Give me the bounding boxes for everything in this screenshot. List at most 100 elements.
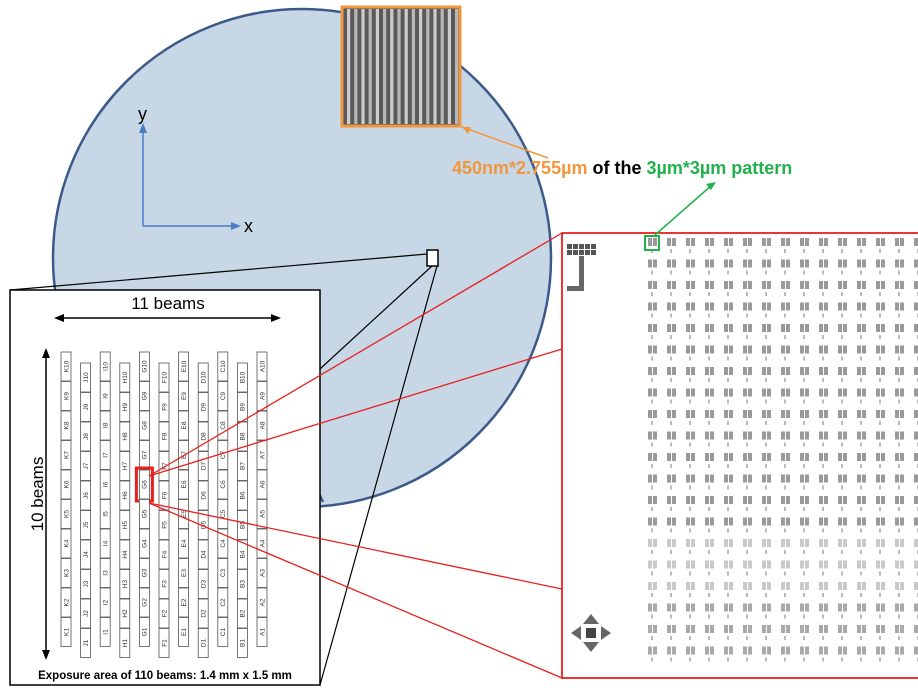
- beam-cell: I6: [99, 469, 111, 500]
- sem-line: [354, 9, 358, 124]
- pattern-cell: [724, 453, 733, 468]
- pattern-cell: [743, 281, 752, 296]
- pattern-cell: [743, 345, 752, 361]
- beam-cell-label: I9: [103, 393, 110, 399]
- pattern-cell: [686, 474, 695, 490]
- beam-cell: K2: [60, 587, 72, 618]
- beam-cell: K5: [60, 499, 72, 529]
- pattern-cell: [686, 410, 695, 425]
- pattern-cell: [762, 345, 771, 361]
- beam-cell: E6: [178, 469, 190, 500]
- beam-cell-label: G9: [142, 391, 149, 400]
- pattern-cell: [781, 496, 790, 511]
- pattern-cell: [705, 324, 714, 339]
- pattern-cell: [762, 582, 771, 597]
- pattern-cell: [743, 539, 752, 554]
- beam-cell: F8: [158, 421, 170, 452]
- pattern-cell: [705, 560, 714, 576]
- beam-cell: G1: [138, 617, 150, 647]
- beam-cell-label: G3: [142, 568, 149, 577]
- height-label: 10 beams: [28, 457, 47, 532]
- beam-cell: J1: [80, 628, 91, 658]
- beam-cell: D3: [197, 569, 209, 599]
- beam-cell: G6: [138, 469, 150, 500]
- pattern-cell: [781, 603, 790, 619]
- beam-cell-label: F2: [161, 609, 168, 617]
- pattern-cell: [743, 453, 752, 468]
- pattern-cell: [762, 367, 771, 382]
- pattern-cell: [686, 324, 695, 339]
- pattern-cell: [895, 238, 904, 253]
- pattern-cell: [800, 496, 809, 511]
- pattern-cell: [895, 324, 904, 339]
- pattern-cell: [838, 410, 847, 425]
- beam-cell: E2: [178, 587, 190, 618]
- pattern-cell: [857, 431, 866, 447]
- beam-cell-label: D3: [201, 579, 208, 588]
- pattern-cell: [895, 302, 904, 318]
- beam-cell: I4: [99, 528, 111, 559]
- beam-cell: B10: [236, 362, 248, 393]
- beam-cell: H2: [119, 598, 131, 629]
- beam-cell-label: J6: [83, 492, 90, 499]
- sem-line: [440, 9, 444, 124]
- beam-cell-label: F7: [161, 462, 168, 470]
- pattern-cell: [819, 646, 828, 662]
- pattern-cell: [705, 302, 714, 318]
- pattern-cell: [838, 646, 847, 662]
- beam-cell-label: C1: [220, 627, 227, 636]
- pattern-cell: [743, 431, 752, 447]
- beam-cell-label: H9: [122, 402, 129, 411]
- pattern-cell: [857, 517, 866, 533]
- pattern-cell: [876, 302, 885, 318]
- beam-cell: A4: [256, 528, 268, 559]
- pattern-cell: [686, 367, 695, 382]
- pattern-cell: [838, 517, 847, 533]
- beam-cell: K8: [60, 410, 72, 441]
- pattern-cell: [800, 367, 809, 382]
- beam-cell: H8: [119, 421, 131, 452]
- beam-cell-label: H5: [122, 520, 129, 529]
- beam-cell-label: H4: [122, 550, 129, 559]
- pattern-cell: [895, 345, 904, 361]
- pattern-cell: [724, 302, 733, 318]
- pattern-cell: [800, 560, 809, 576]
- beam-cell: I8: [99, 410, 111, 441]
- beam-cell-label: F1: [161, 639, 168, 647]
- beam-cell-label: G2: [142, 598, 149, 607]
- pattern-cell: [724, 474, 733, 490]
- pattern-cell: [762, 453, 771, 468]
- pattern-cell: [781, 324, 790, 339]
- red-zoom-line-3: [148, 502, 563, 590]
- beam-cell: K4: [60, 528, 72, 559]
- pattern-cell: [762, 474, 771, 490]
- pattern-cell: [895, 259, 904, 275]
- pattern-cell: [743, 560, 752, 576]
- beam-cell-label: B7: [240, 462, 247, 470]
- height-arrow-top: [42, 348, 50, 358]
- beam-cell: A9: [256, 381, 268, 411]
- beam-cell-label: D4: [201, 550, 208, 559]
- pattern-cell: [876, 560, 885, 576]
- beam-cell: E3: [178, 558, 190, 588]
- beam-cell-label: I8: [103, 422, 110, 428]
- pattern-cell: [876, 324, 885, 339]
- pattern-cell: [762, 517, 771, 533]
- beam-cell: B9: [236, 392, 248, 422]
- beam-cell: D1: [197, 628, 209, 658]
- pattern-cell: [876, 646, 885, 662]
- pattern-cell: [667, 517, 676, 533]
- pattern-cell: [819, 560, 828, 576]
- pattern-cell: [819, 281, 828, 296]
- pattern-cell: [876, 453, 885, 468]
- pattern-cell: [648, 410, 657, 425]
- pattern-cell: [819, 367, 828, 382]
- beam-cell: C4: [217, 528, 229, 559]
- pattern-cell: [781, 388, 790, 404]
- pattern-cell: [895, 496, 904, 511]
- beam-cell-label: H7: [122, 461, 129, 470]
- pattern-cell: [857, 324, 866, 339]
- beam-cell-label: J8: [83, 433, 90, 440]
- pattern-cell: [724, 431, 733, 447]
- beam-cell-label: E10: [181, 360, 188, 372]
